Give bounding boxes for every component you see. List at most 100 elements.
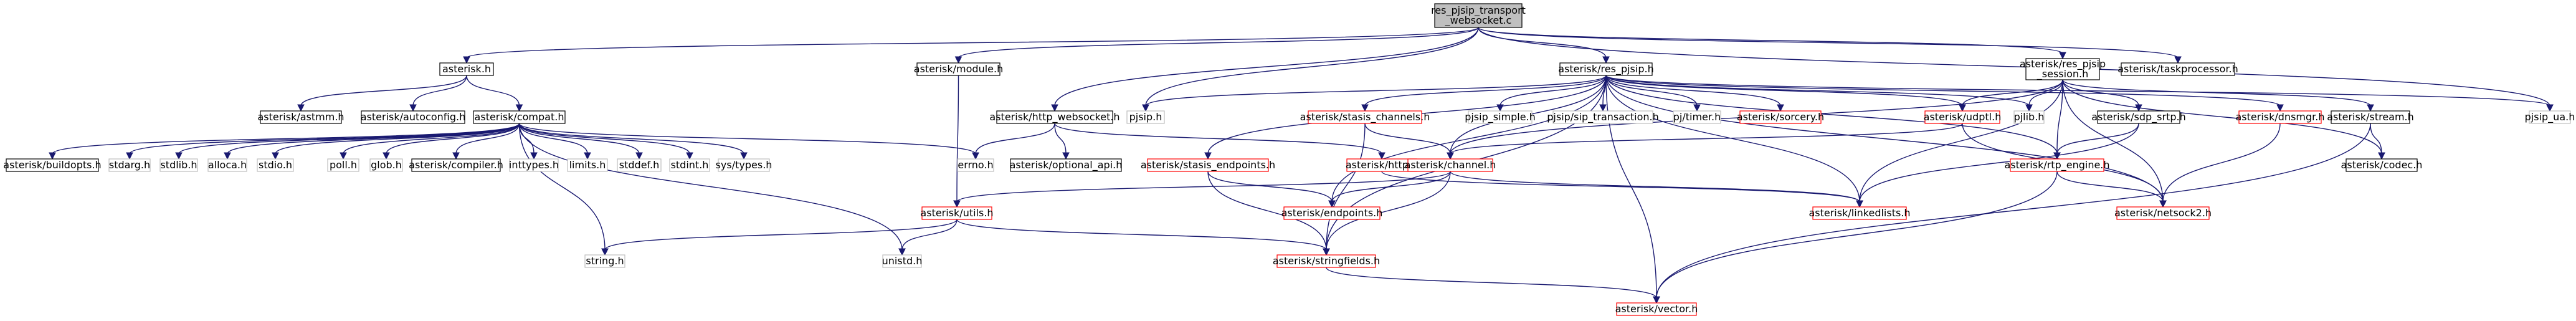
- node-label: errno.h: [958, 159, 993, 171]
- node-taskprocessor-h[interactable]: asterisk/taskprocessor.h: [2117, 62, 2238, 76]
- edge-line: [227, 123, 520, 155]
- edge-stasis_endpoints_h-to-endpoints_h: [1207, 171, 1336, 208]
- node-res-pjsip-session-h[interactable]: asterisk/res_pjsip_session.h: [2020, 58, 2106, 80]
- node-sorcery-h[interactable]: asterisk/sorcery.h: [1737, 110, 1824, 124]
- edge-http_websocket_h-to-optional_api_h: [1054, 123, 1070, 160]
- node-http-websocket-h[interactable]: asterisk/http_websocket.h: [989, 110, 1120, 124]
- node-box: [473, 110, 566, 124]
- edge-line: [466, 27, 1479, 59]
- node-dnsmgr-h[interactable]: asterisk/dnsmgr.h: [2236, 110, 2325, 124]
- node-alloca-h[interactable]: alloca.h: [207, 158, 247, 172]
- node-endpoints-h[interactable]: asterisk/endpoints.h: [1281, 206, 1383, 220]
- node-box: [1147, 158, 1269, 172]
- edge-stringfields_h-to-vector_h: [1326, 267, 1660, 304]
- edge-stream_h-to-codec_h: [2370, 123, 2385, 160]
- edge-line: [466, 75, 520, 107]
- node-box: [1552, 110, 1653, 124]
- edge-line: [1450, 171, 1860, 203]
- edge-arrowhead: [1599, 104, 1607, 112]
- node-label: asterisk/stasis_channels.h: [1300, 111, 1430, 123]
- node-res-pjsip-h[interactable]: asterisk/res_pjsip.h: [1558, 62, 1654, 76]
- node-label: asterisk/channel.h: [1405, 159, 1496, 171]
- node-stasis-endpoints-h[interactable]: asterisk/stasis_endpoints.h: [1141, 158, 1275, 172]
- edge-utils_h-to-unistd_h: [898, 219, 958, 256]
- edge-line: [300, 75, 467, 107]
- edge-line: [518, 123, 744, 155]
- node-poll-h[interactable]: poll.h: [327, 158, 359, 172]
- node-box: [2116, 206, 2210, 220]
- node-box: [718, 158, 770, 172]
- edge-line: [1605, 75, 1781, 107]
- node-channel-h[interactable]: asterisk/channel.h: [1405, 158, 1496, 172]
- node-box: [1812, 206, 1907, 220]
- edge-line: [2056, 171, 2164, 203]
- edge-stream_h-to-vector_h: [1653, 123, 2371, 304]
- node-box: [1283, 206, 1381, 220]
- node-stringfields-h[interactable]: asterisk/stringfields.h: [1273, 254, 1380, 268]
- node-astmm-h[interactable]: asterisk/astmm.h: [257, 110, 345, 124]
- edge-line: [604, 219, 958, 251]
- node-http-h[interactable]: asterisk/http.h: [1346, 158, 1418, 172]
- node-sdp-srtp-h[interactable]: asterisk/sdp_srtp.h: [2091, 110, 2186, 124]
- edge-arrowhead: [409, 104, 417, 112]
- edge-line: [1054, 27, 1479, 107]
- node-pjsip-simple-h[interactable]: pjsip_simple.h: [1465, 110, 1536, 124]
- node-buildopts-h[interactable]: asterisk/buildopts.h: [3, 158, 102, 172]
- edge-arrowhead: [1378, 152, 1385, 160]
- node-stream-h[interactable]: asterisk/stream.h: [2327, 110, 2414, 124]
- node-codec-h[interactable]: asterisk/codec.h: [2341, 158, 2423, 172]
- node-box: [2097, 110, 2180, 124]
- node-netsock2-h[interactable]: asterisk/netsock2.h: [2114, 206, 2212, 220]
- edge-line: [956, 219, 1327, 251]
- node-linkedlists-h[interactable]: asterisk/linkedlists.h: [1808, 206, 1911, 220]
- edge-line: [1478, 27, 2550, 107]
- node-module-h[interactable]: asterisk/module.h: [914, 62, 1003, 76]
- node-stdint-h[interactable]: stdint.h: [669, 158, 710, 172]
- node-label: asterisk/dnsmgr.h: [2236, 111, 2325, 123]
- node-stdarg-h[interactable]: stdarg.h: [108, 158, 151, 172]
- node-pjlib-h[interactable]: pjlib.h: [2013, 110, 2045, 124]
- node-label: inttypes.h: [509, 159, 559, 171]
- node-inttypes-h[interactable]: inttypes.h: [509, 158, 559, 172]
- node-box: [1739, 110, 1822, 124]
- node-label: alloca.h: [208, 159, 247, 171]
- node-root: res_pjsip_transport_websocket.c: [1431, 3, 1526, 28]
- node-systypes-h[interactable]: sys/types.h: [716, 158, 772, 172]
- node-box: [916, 62, 1000, 76]
- node-optional-api-h[interactable]: asterisk/optional_api.h: [1010, 158, 1123, 172]
- node-label: asterisk/udptl.h: [1924, 111, 2002, 123]
- node-string-h[interactable]: string.h: [584, 254, 625, 268]
- node-compat-h[interactable]: asterisk/compat.h: [473, 110, 566, 124]
- node-pjsip-transaction-h[interactable]: pjsip/sip_transaction.h: [1547, 110, 1659, 124]
- edge-res_pjsip_h-to-sorcery_h: [1605, 75, 1784, 112]
- node-errno-h[interactable]: errno.h: [957, 158, 994, 172]
- node-unistd-h[interactable]: unistd.h: [882, 254, 923, 268]
- node-box: [2013, 110, 2045, 124]
- edge-line: [518, 123, 588, 155]
- edge-arrowhead: [2025, 104, 2033, 112]
- node-vector-h[interactable]: asterisk/vector.h: [1615, 302, 1698, 316]
- node-label: asterisk/compiler.h: [409, 159, 503, 171]
- node-pjtimer-h[interactable]: pj/timer.h: [1673, 110, 1721, 124]
- node-asterisk-h[interactable]: asterisk.h: [439, 62, 494, 76]
- node-compiler-h[interactable]: asterisk/compiler.h: [409, 158, 503, 172]
- edge-line: [1605, 75, 2164, 203]
- edge-asterisk_h-to-compat_h: [466, 75, 523, 112]
- node-autoconfig-h[interactable]: asterisk/autoconfig.h: [361, 110, 465, 124]
- node-stdlib-h[interactable]: stdlib.h: [159, 158, 198, 172]
- node-box: [2529, 110, 2571, 124]
- node-limits-h[interactable]: limits.h: [567, 158, 608, 172]
- node-glob-h[interactable]: glob.h: [369, 158, 403, 172]
- node-label: asterisk/codec.h: [2341, 159, 2423, 171]
- node-stddef-h[interactable]: stddef.h: [617, 158, 662, 172]
- node-udptl-h[interactable]: asterisk/udptl.h: [1924, 110, 2002, 124]
- node-pjsip-h[interactable]: pjsip.h: [1126, 110, 1165, 124]
- node-utils-h[interactable]: asterisk/utils.h: [920, 206, 994, 220]
- node-box: [567, 158, 608, 172]
- node-rtp-engine-h[interactable]: asterisk/rtp_engine.h: [2004, 158, 2110, 172]
- node-stdio-h[interactable]: stdio.h: [257, 158, 294, 172]
- node-box: [509, 158, 559, 172]
- node-pjsip-ua-h[interactable]: pjsip_ua.h: [2525, 110, 2575, 124]
- node-stasis-channels-h[interactable]: asterisk/stasis_channels.h: [1300, 110, 1430, 124]
- edge-arrowhead: [1447, 152, 1454, 160]
